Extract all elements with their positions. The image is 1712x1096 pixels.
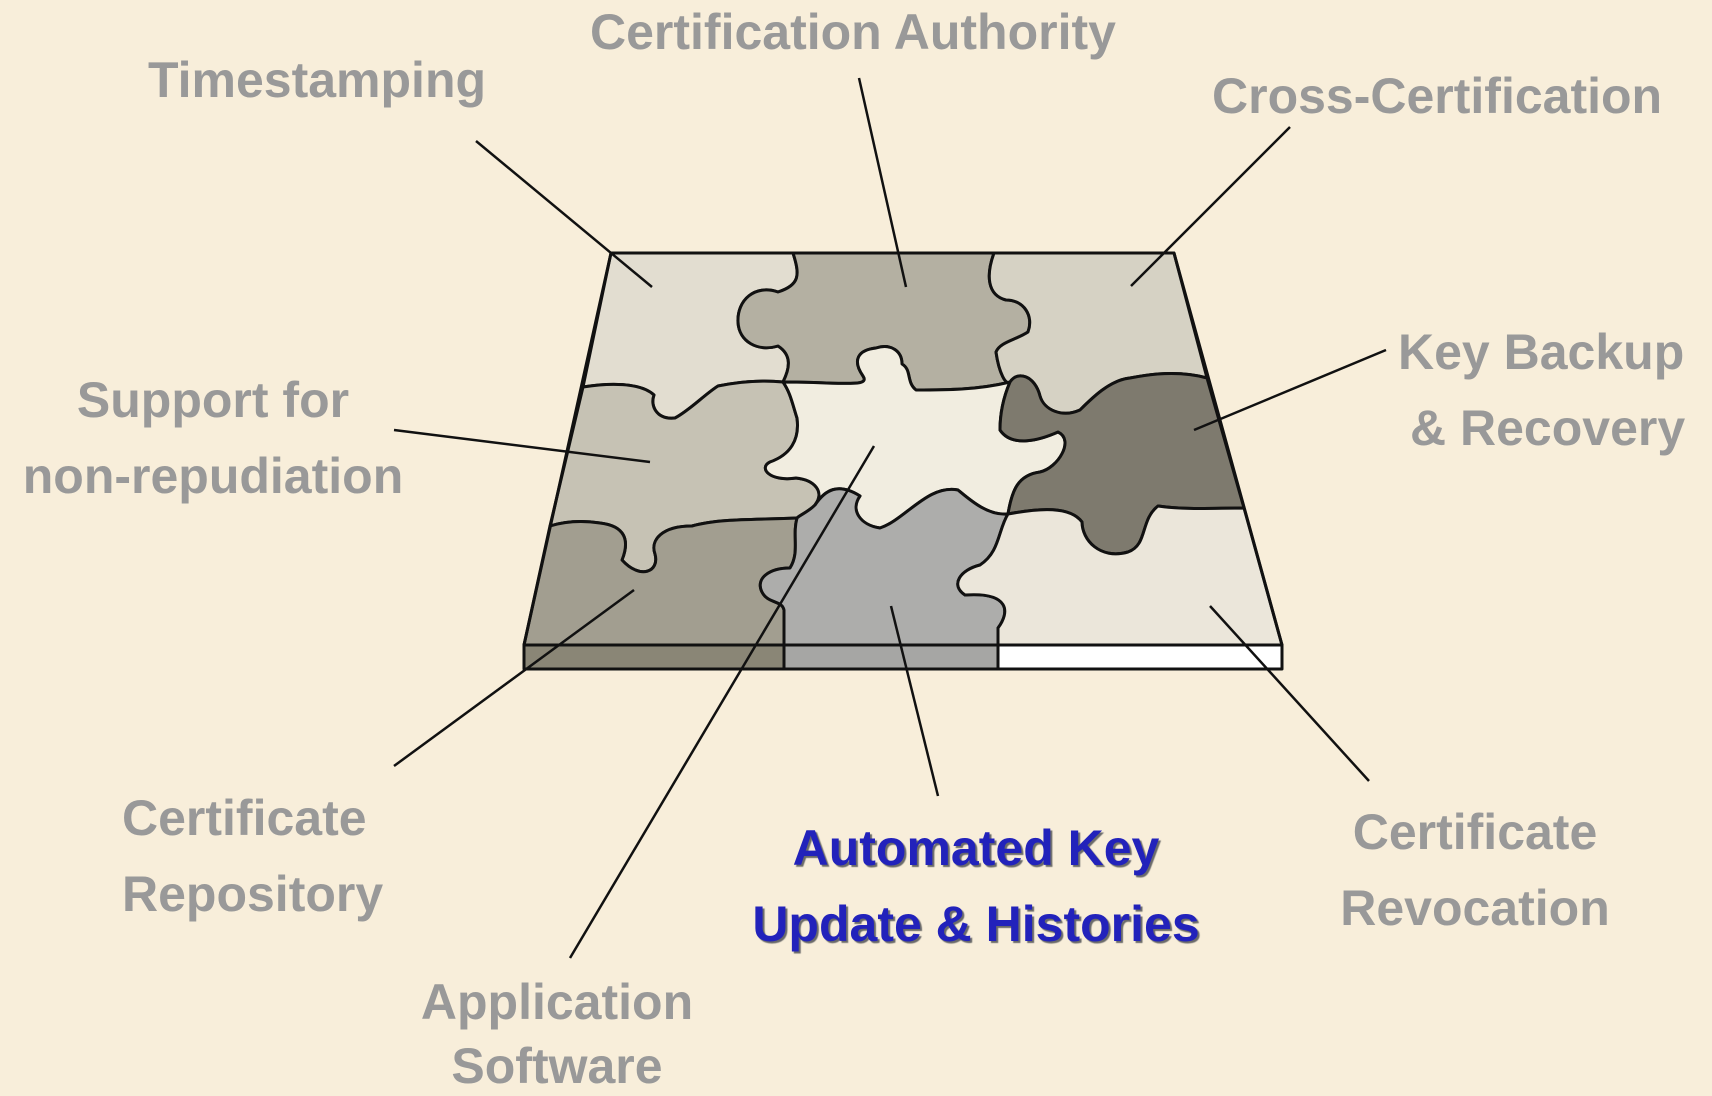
label-certificate-revocation-line-1: Certificate [1352, 804, 1598, 860]
label-application-software-line-2: Software [451, 1038, 663, 1094]
board-edge-middle [782, 643, 1000, 671]
label-cross-certification: Cross-Certification [1212, 58, 1662, 134]
leader-line-certification-authority [857, 77, 908, 288]
board-outline [522, 251, 1284, 647]
label-certificate-repository: Certificate Repository [122, 780, 383, 932]
leader-line-application-software [568, 445, 876, 959]
label-application-software-line-1: Application [420, 974, 694, 1030]
label-certificate-revocation-line-2: Revocation [1340, 880, 1610, 936]
label-automated-key-update-line-2: Update & Histories [752, 896, 1200, 952]
puzzle-piece-certificate-revocation [956, 504, 1284, 647]
puzzle-piece-certificate-repository [522, 516, 799, 647]
label-support-non-repudiation-line-2: non-repudiation [22, 448, 404, 504]
label-key-backup-recovery: Key Backup & Recovery [1398, 314, 1685, 466]
label-cross-certification-line-1: Cross-Certification [1212, 68, 1663, 124]
leader-line-certificate-repository [393, 588, 635, 768]
leader-line-certificate-revocation [1209, 605, 1370, 782]
leader-line-support-non-repudiation [393, 428, 651, 464]
label-timestamping: Timestamping [148, 42, 486, 118]
label-certificate-repository-line-2: Repository [122, 866, 384, 922]
board-edge-right [996, 643, 1284, 671]
label-key-backup-line-1: Key Backup [1398, 324, 1685, 380]
label-timestamping-line-1: Timestamping [148, 52, 487, 108]
label-key-backup-line-2: & Recovery [1410, 400, 1686, 456]
leader-line-timestamping [475, 140, 653, 288]
label-automated-key-update: Automated Key Update & Histories [712, 810, 1240, 962]
board-edge-left [522, 643, 786, 671]
label-support-non-repudiation-line-1: Support for [76, 372, 350, 428]
leader-line-cross-certification [1130, 126, 1291, 287]
label-certificate-repository-line-1: Certificate [122, 790, 367, 846]
label-automated-key-update-line-1: Automated Key [792, 820, 1160, 876]
label-certification-authority: Certification Authority [590, 0, 1116, 70]
leader-lines [393, 77, 1387, 959]
label-support-non-repudiation: Support for non-repudiation [8, 362, 418, 514]
label-certification-authority-line-1: Certification Authority [590, 4, 1116, 60]
label-application-software: Application Software [392, 970, 722, 1096]
leader-line-automated-key-update [889, 605, 940, 797]
leader-line-key-backup [1193, 348, 1387, 432]
label-certificate-revocation: Certificate Revocation [1320, 794, 1630, 946]
